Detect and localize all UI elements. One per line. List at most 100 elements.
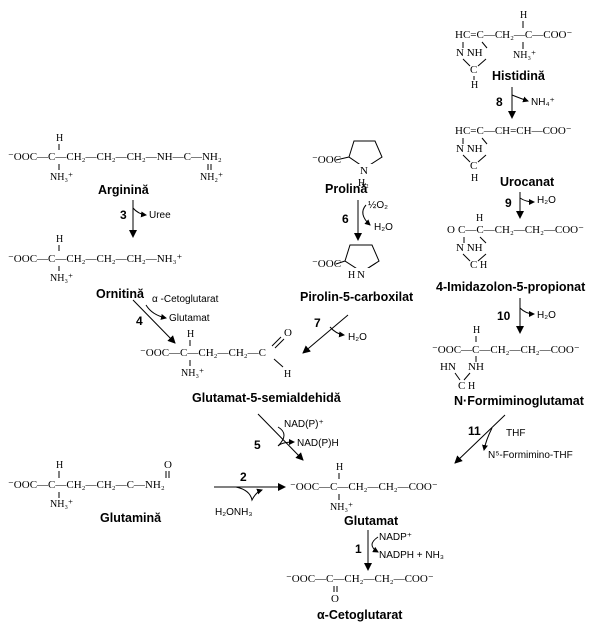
compound-histidine: H HC=C—CH₂—C—COO⁻ N NH C H NH₃⁺ Histidin… bbox=[455, 10, 572, 91]
arginine-name: Arginină bbox=[98, 183, 150, 197]
step-9-number: 9 bbox=[505, 196, 512, 210]
imidazolone-h: H bbox=[476, 213, 483, 224]
bond bbox=[462, 154, 471, 163]
histidine-top-chain: HC=C—CH₂—C—COO⁻ bbox=[455, 29, 572, 41]
step-2: 2 H₂ONH₃ bbox=[214, 470, 286, 518]
proline-ring bbox=[348, 140, 383, 169]
formiminoglutamate-name: N·Formiminoglutamat bbox=[454, 394, 585, 408]
step-1-nadp: NADP⁺ bbox=[379, 532, 412, 543]
histidine-ring-h: H bbox=[471, 80, 478, 91]
ketoglutarate-o: O bbox=[331, 593, 339, 605]
step-1: 1 NADP⁺ NADPH + NH₃ bbox=[355, 530, 444, 571]
step-2-products: H₂ONH₃ bbox=[215, 507, 252, 518]
step-1-products: NADPH + NH₃ bbox=[379, 550, 444, 561]
ornithine-name: Ornitină bbox=[96, 287, 145, 301]
ornithine-h: H bbox=[56, 234, 63, 245]
ketoglutarate-main: ⁻OOC—C—CH₂—CH₂—COO⁻ bbox=[286, 573, 434, 585]
bond bbox=[454, 372, 461, 381]
curved-arrow bbox=[519, 307, 535, 317]
bond bbox=[481, 137, 488, 145]
ring-n-mask bbox=[355, 268, 369, 280]
proline-h2: H₂ bbox=[358, 178, 369, 189]
step-11-product: N⁵-Formimino-THF bbox=[488, 450, 573, 461]
step-3: 3 Uree bbox=[120, 200, 171, 238]
ketoglutarate-name: α-Cetoglutarat bbox=[317, 608, 403, 622]
bond bbox=[462, 58, 471, 67]
ornithine-nh3: NH₃⁺ bbox=[50, 273, 73, 284]
histidine-ring: N NH bbox=[456, 47, 483, 59]
curved-arrow bbox=[145, 304, 167, 320]
imidazolone-name: 4-Imidazolon-5-propionat bbox=[436, 280, 586, 294]
step-11-thf: THF bbox=[506, 428, 525, 439]
step-7: 7 H₂O bbox=[302, 314, 367, 354]
step-7-water: H₂O bbox=[348, 332, 367, 343]
curved-arrow bbox=[277, 426, 295, 447]
glutamine-h: H bbox=[56, 460, 63, 471]
semialdehyde-o: O bbox=[284, 327, 292, 339]
formiminoglutamate-ch: H bbox=[468, 381, 475, 392]
bond bbox=[477, 154, 487, 163]
step-6: 6 ½O₂ H₂O bbox=[342, 200, 393, 241]
step-11-number: 11 bbox=[468, 424, 481, 438]
arrow-semialdehyde-to-glutamate bbox=[257, 413, 304, 461]
pyrroline-carboxylate: ⁻OOC bbox=[312, 258, 341, 270]
ornithine-main: ⁻OOC—C—CH₂—CH₂—CH₂—NH₃⁺ bbox=[8, 253, 182, 265]
bond bbox=[477, 253, 487, 262]
urocanate-top-chain: HC=C—CH=CH—COO⁻ bbox=[455, 125, 572, 137]
bond bbox=[481, 41, 488, 49]
histidine-h: H bbox=[520, 10, 527, 21]
arginine-nh2: NH₂⁺ bbox=[200, 172, 223, 183]
step-7-number: 7 bbox=[314, 316, 321, 330]
imidazolone-ring: N NH bbox=[456, 242, 483, 254]
step-10-number: 10 bbox=[497, 309, 511, 323]
ring-n-mask bbox=[358, 164, 372, 176]
step-1-number: 1 bbox=[355, 542, 362, 556]
histidine-ring-c: C bbox=[470, 64, 477, 76]
semialdehyde-name: Glutamat-5-semialdehidă bbox=[192, 391, 342, 405]
imidazolone-ring-h: H bbox=[480, 260, 487, 271]
proline-name: Prolină bbox=[325, 182, 368, 196]
bond bbox=[271, 336, 282, 347]
proline-n: N bbox=[360, 165, 368, 177]
bond bbox=[462, 253, 471, 262]
step-5: 5 NAD(P)⁺ NAD(P)H bbox=[254, 413, 339, 461]
glutamate-h: H bbox=[336, 462, 343, 473]
compound-arginine: H ⁻OOC—C—CH₂—CH₂—CH₂—NH—C—NH₂ NH₃⁺ NH₂⁺ … bbox=[8, 133, 223, 197]
histidine-nh3: NH₃⁺ bbox=[513, 50, 536, 61]
step-8-number: 8 bbox=[496, 95, 503, 109]
arginine-main: ⁻OOC—C—CH₂—CH₂—CH₂—NH—C—NH₂ bbox=[8, 151, 222, 163]
curved-arrow bbox=[482, 427, 493, 451]
formiminoglutamate-c: C bbox=[458, 380, 465, 392]
semialdehyde-main: ⁻OOC—C—CH₂—CH₂—C bbox=[140, 347, 266, 359]
bond bbox=[273, 358, 284, 368]
step-4-number: 4 bbox=[136, 314, 143, 328]
glutamate-main: ⁻OOC—C—CH₂—CH₂—COO⁻ bbox=[290, 481, 438, 493]
proline-carboxylate: ⁻OOC bbox=[312, 154, 341, 166]
curved-arrow bbox=[329, 326, 345, 338]
step-5-nadp: NAD(P)⁺ bbox=[284, 419, 324, 430]
curved-arrow bbox=[519, 197, 535, 205]
imidazolone-ring-c: C bbox=[470, 259, 477, 271]
bond bbox=[477, 58, 487, 67]
formiminoglutamate-h: H bbox=[473, 325, 480, 336]
arrow-pyrroline-to-semialdehyde bbox=[302, 314, 349, 354]
compound-alpha-ketoglutarate: ⁻OOC—C—CH₂—CH₂—COO⁻ O α-Cetoglutarat bbox=[286, 573, 434, 622]
step-8-product: NH₄⁺ bbox=[531, 97, 555, 108]
compound-proline: ⁻OOC N H₂ Prolină bbox=[312, 140, 383, 196]
glutamate-nh3: NH₃⁺ bbox=[330, 502, 353, 513]
imidazolone-top-chain: C—C—CH₂—CH₂—COO⁻ bbox=[458, 224, 584, 236]
glutamine-nh3: NH₃⁺ bbox=[50, 499, 73, 510]
step-6-number: 6 bbox=[342, 212, 349, 226]
step-3-number: 3 bbox=[120, 208, 127, 222]
step-2-number: 2 bbox=[240, 470, 247, 484]
formiminoglutamate-nh: NH bbox=[468, 361, 484, 373]
glutamine-o: O bbox=[164, 459, 172, 471]
pyrroline-n: N bbox=[357, 269, 365, 281]
compound-imidazolone-propionate: H O C—C—CH₂—CH₂—COO⁻ N NH C H 4-Imidazol… bbox=[436, 213, 586, 294]
curved-arrow bbox=[362, 204, 371, 226]
step-5-number: 5 bbox=[254, 438, 261, 452]
arrow-formiminoglutamate-to-glutamate bbox=[454, 414, 506, 464]
formiminoglutamate-main: ⁻OOC—C—CH₂—CH₂—COO⁻ bbox=[432, 344, 580, 356]
